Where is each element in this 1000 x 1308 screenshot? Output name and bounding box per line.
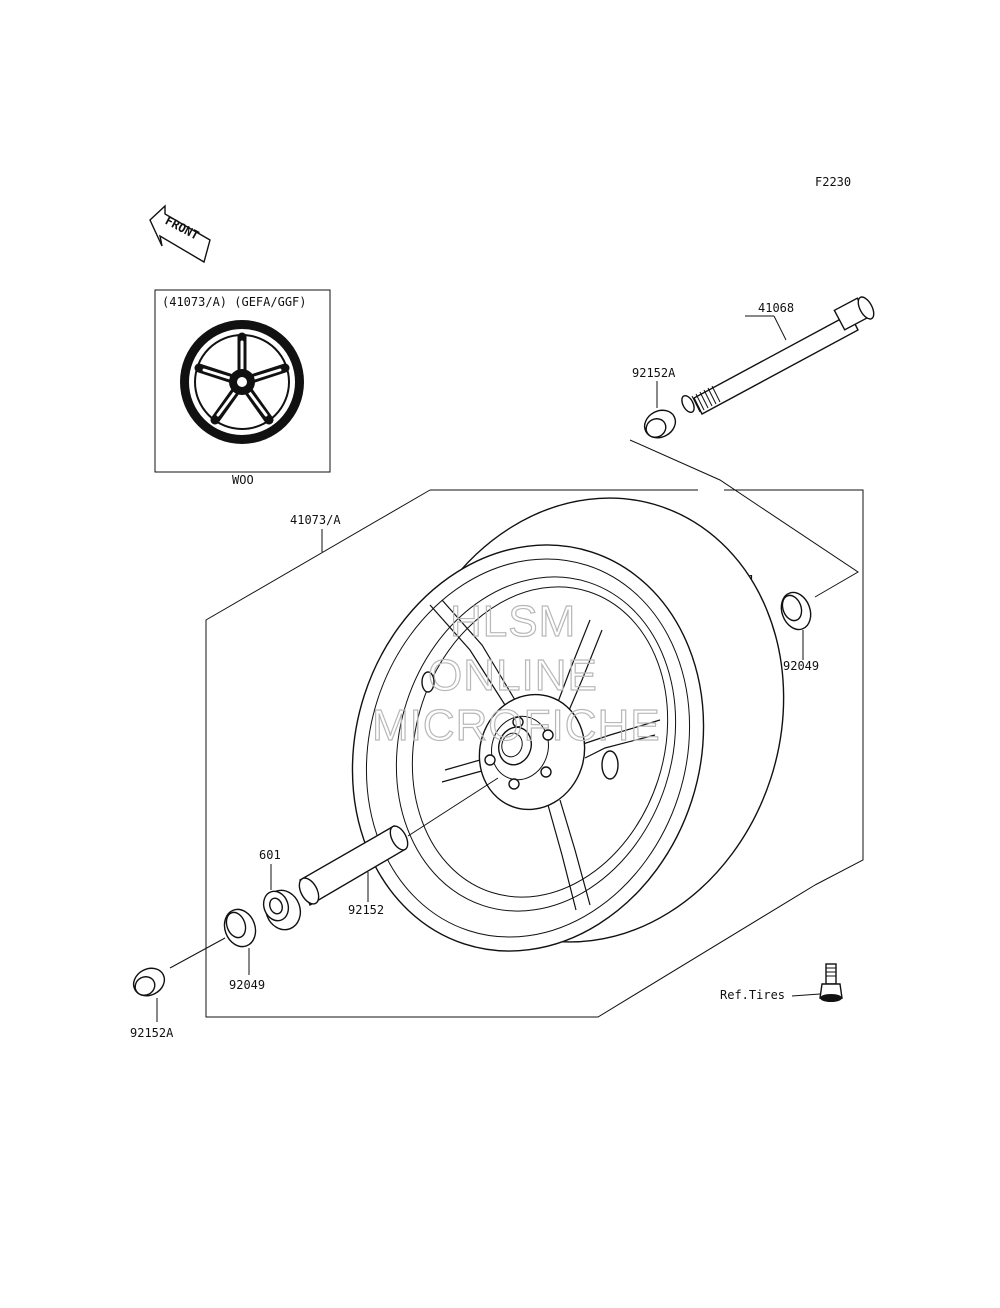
alt-wheel-icon bbox=[180, 320, 304, 444]
assembly-outline-left bbox=[205, 489, 816, 1018]
watermark-line-3: MICROFICHE bbox=[372, 701, 661, 750]
label-collar-left: 92152A bbox=[130, 1026, 174, 1040]
inset-alt-wheel: (41073/A) (GEFA/GGF) WOO bbox=[154, 289, 331, 487]
label-seal-left: 92049 bbox=[229, 978, 265, 992]
valve-part: Ref.Tires bbox=[720, 963, 843, 1002]
label-valve: Ref.Tires bbox=[720, 988, 785, 1002]
label-wheel-assy: 41073/A bbox=[290, 513, 341, 527]
inset-footer: WOO bbox=[232, 473, 254, 487]
watermark: HLSM ONLINE MICROFICHE bbox=[371, 596, 661, 750]
collar-right-part: 92152A bbox=[629, 366, 859, 598]
sleeve-part: 92152 bbox=[298, 777, 499, 917]
front-arrow-icon: FRONT bbox=[149, 204, 211, 264]
collar-left-part: 92152A bbox=[130, 937, 226, 1040]
seal-right-part: 92049 bbox=[780, 591, 819, 673]
watermark-line-1: HLSM bbox=[450, 597, 576, 646]
diagram-code: F2230 bbox=[815, 175, 851, 189]
bearing-left-part: 601 bbox=[259, 848, 302, 931]
label-bearing-left: 601 bbox=[259, 848, 281, 862]
watermark-line-2: ONLINE bbox=[428, 651, 598, 700]
assembly-outline-right bbox=[724, 489, 864, 886]
seal-left-part: 92049 bbox=[223, 908, 265, 992]
label-axle: 41068 bbox=[758, 301, 794, 315]
label-seal-right: 92049 bbox=[783, 659, 819, 673]
label-collar-right: 92152A bbox=[632, 366, 676, 380]
label-sleeve: 92152 bbox=[348, 903, 384, 917]
front-wheel-icon bbox=[351, 497, 785, 952]
inset-caption: (41073/A) (GEFA/GGF) bbox=[162, 295, 307, 309]
axle-part: 41068 bbox=[681, 296, 875, 415]
